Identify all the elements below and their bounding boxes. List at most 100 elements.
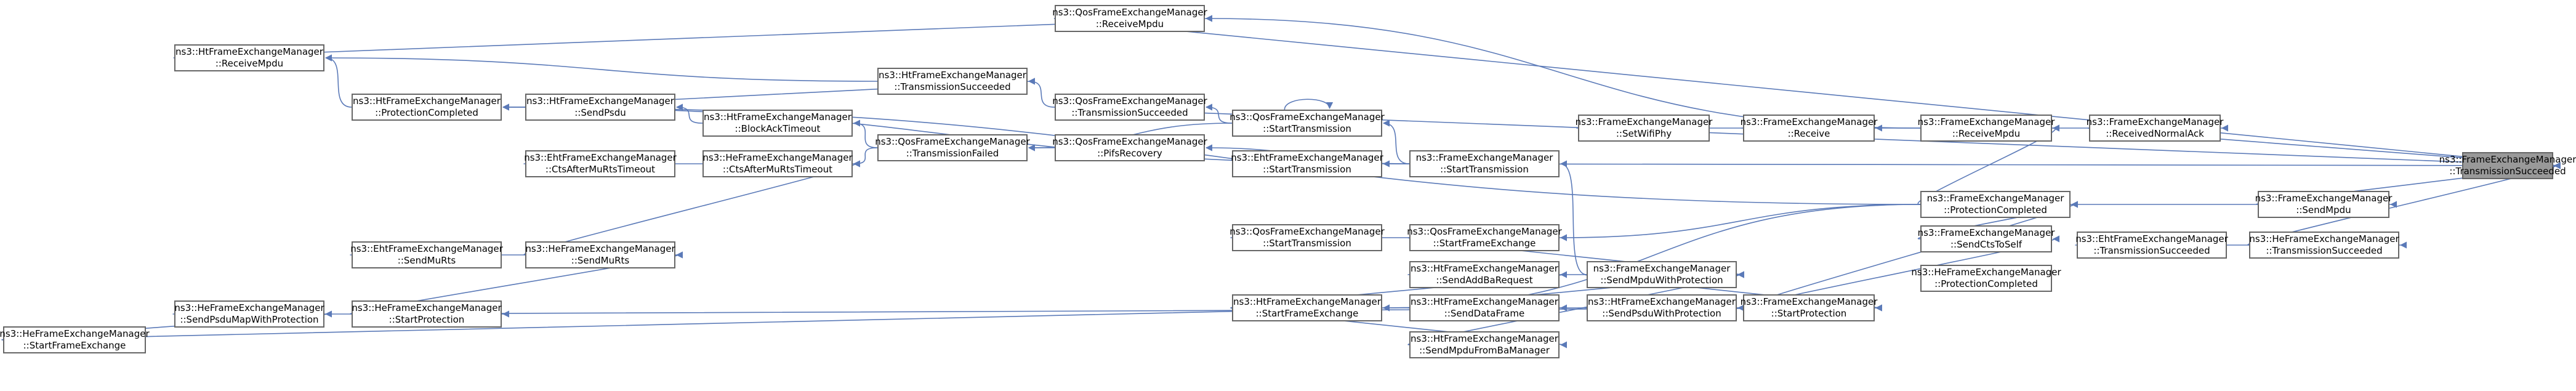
node-method: ::SendCtsToSelf bbox=[1950, 239, 2023, 250]
graph-node[interactable]: ns3::QosFrameExchangeManager ::StartTran… bbox=[1230, 224, 1385, 251]
node-class: ns3::FrameExchangeManager bbox=[1740, 116, 1878, 127]
graph-node[interactable]: ns3::QosFrameExchangeManager ::Transmiss… bbox=[1052, 94, 1207, 121]
graph-node[interactable]: ns3::QosFrameExchangeManager ::Transmiss… bbox=[875, 134, 1030, 161]
node-class: ns3::HeFrameExchangeManager bbox=[2249, 233, 2399, 244]
graph-node[interactable]: ns3::EhtFrameExchangeManager ::CtsAfterM… bbox=[524, 150, 677, 177]
node-class: ns3::EhtFrameExchangeManager bbox=[350, 243, 503, 254]
node-method: ::ProtectionCompleted bbox=[1944, 204, 2047, 216]
node-class: ns3::QosFrameExchangeManager bbox=[1052, 7, 1207, 18]
graph-node[interactable]: ns3::FrameExchangeManager ::SendMpduWith… bbox=[1587, 261, 1737, 288]
node-class: ns3::HtFrameExchangeManager bbox=[175, 46, 323, 57]
graph-node[interactable]: ns3::FrameExchangeManager ::ProtectionCo… bbox=[1920, 191, 2071, 218]
graph-node[interactable]: ns3::HeFrameExchangeManager ::StartProte… bbox=[352, 300, 502, 328]
graph-node[interactable]: ns3::HtFrameExchangeManager ::ReceiveMpd… bbox=[174, 44, 324, 71]
node-class: ns3::QosFrameExchangeManager bbox=[1230, 111, 1385, 123]
node-method: ::SendMuRts bbox=[397, 255, 456, 266]
node-method: ::TransmissionSucceeded bbox=[2266, 245, 2383, 256]
node-method: ::TransmissionSucceeded bbox=[894, 81, 1011, 92]
node-class: ns3::FrameExchangeManager bbox=[1926, 193, 2064, 204]
node-method: ::CtsAfterMuRtsTimeout bbox=[545, 164, 656, 175]
node-method: ::ReceiveMpdu bbox=[1095, 18, 1164, 30]
graph-node[interactable]: ns3::FrameExchangeManager ::SendCtsToSel… bbox=[1918, 225, 2055, 252]
graph-node[interactable]: ns3::HeFrameExchangeManager ::Protection… bbox=[1911, 265, 2061, 292]
graph-node[interactable]: ns3::QosFrameExchangeManager ::StartTran… bbox=[1230, 110, 1385, 137]
graph-node[interactable]: ns3::HeFrameExchangeManager ::SendPsduMa… bbox=[174, 300, 324, 328]
graph-node[interactable]: ns3::HtFrameExchangeManager ::SendDataFr… bbox=[1409, 294, 1560, 321]
node-class: ns3::QosFrameExchangeManager bbox=[1052, 136, 1207, 147]
node-method: ::StartTransmission bbox=[1440, 164, 1529, 175]
node-class: ns3::FrameExchangeManager bbox=[1593, 263, 1731, 274]
graph-node[interactable]: ns3::EhtFrameExchangeManager ::Transmiss… bbox=[2075, 232, 2228, 259]
graph-node[interactable]: ns3::FrameExchangeManager ::ReceivedNorm… bbox=[2086, 115, 2224, 142]
graph-node-root[interactable]: ns3::FrameExchangeManager ::Transmission… bbox=[2439, 152, 2576, 179]
node-class: ns3::HtFrameExchangeManager bbox=[1233, 296, 1381, 307]
graph-node[interactable]: ns3::HeFrameExchangeManager ::SendMuRts bbox=[525, 241, 675, 268]
graph-node[interactable]: ns3::QosFrameExchangeManager ::PifsRecov… bbox=[1052, 134, 1207, 161]
graph-node[interactable]: ns3::HtFrameExchangeManager ::BlockAckTi… bbox=[702, 110, 853, 137]
node-method: ::StartProtection bbox=[388, 314, 465, 325]
call-edge bbox=[1382, 204, 1921, 312]
graph-node[interactable]: ns3::QosFrameExchangeManager ::StartFram… bbox=[1407, 224, 1562, 251]
call-edge bbox=[1205, 103, 1233, 124]
call-edge bbox=[324, 54, 878, 82]
graph-node[interactable]: ns3::HeFrameExchangeManager ::CtsAfterMu… bbox=[702, 150, 853, 177]
node-method: ::SendMuRts bbox=[571, 255, 630, 266]
node-class: ns3::FrameExchangeManager bbox=[1740, 296, 1878, 307]
node-class: ns3::EhtFrameExchangeManager bbox=[2075, 233, 2228, 244]
node-class: ns3::QosFrameExchangeManager bbox=[1230, 226, 1385, 237]
node-class: ns3::HeFrameExchangeManager bbox=[0, 328, 150, 339]
node-class: ns3::HtFrameExchangeManager bbox=[1588, 296, 1736, 307]
node-method: ::ProtectionCompleted bbox=[1934, 278, 2038, 289]
node-class: ns3::HeFrameExchangeManager bbox=[702, 152, 853, 163]
node-method: ::BlockAckTimeout bbox=[735, 123, 821, 134]
node-class: ns3::HeFrameExchangeManager bbox=[174, 302, 324, 313]
call-edge bbox=[174, 15, 1213, 58]
node-class: ns3::QosFrameExchangeManager bbox=[1407, 226, 1562, 237]
graph-node[interactable]: ns3::FrameExchangeManager ::SendMpdu bbox=[2255, 191, 2392, 218]
graph-node[interactable]: ns3::HtFrameExchangeManager ::Transmissi… bbox=[877, 68, 1028, 95]
graph-node[interactable]: ns3::EhtFrameExchangeManager ::SendMuRts bbox=[350, 241, 503, 268]
node-class: ns3::FrameExchangeManager bbox=[2086, 116, 2224, 127]
graph-node[interactable]: ns3::HeFrameExchangeManager ::Transmissi… bbox=[2249, 232, 2399, 259]
graph-node[interactable]: ns3::FrameExchangeManager ::ReceiveMpdu bbox=[1918, 115, 2055, 142]
call-edge bbox=[853, 147, 878, 167]
node-method: ::TransmissionSucceeded bbox=[1071, 107, 1188, 118]
node-class: ns3::HeFrameExchangeManager bbox=[1911, 267, 2061, 278]
graph-node[interactable]: ns3::FrameExchangeManager ::SetWifiPhy bbox=[1576, 115, 1712, 142]
node-method: ::StartFrameExchange bbox=[1433, 238, 1536, 249]
graph-node[interactable]: ns3::HtFrameExchangeManager ::SendPsdu bbox=[525, 94, 675, 121]
graph-node[interactable]: ns3::HeFrameExchangeManager ::StartFrame… bbox=[0, 326, 150, 353]
node-method: ::ReceivedNormalAck bbox=[2106, 128, 2204, 139]
graph-node[interactable]: ns3::EhtFrameExchangeManager ::StartTran… bbox=[1231, 150, 1383, 177]
node-method: ::ReceiveMpdu bbox=[1952, 128, 2021, 139]
node-class: ns3::HtFrameExchangeManager bbox=[704, 111, 851, 123]
node-method: ::PifsRecovery bbox=[1097, 148, 1162, 159]
node-method: ::SendPsduMapWithProtection bbox=[180, 314, 319, 325]
node-method: ::TransmissionSucceeded bbox=[2449, 166, 2566, 177]
call-edge bbox=[675, 103, 703, 124]
graph-node[interactable]: ns3::HtFrameExchangeManager ::StartFrame… bbox=[1232, 294, 1382, 321]
node-class: ns3::EhtFrameExchangeManager bbox=[524, 152, 677, 163]
node-class: ns3::QosFrameExchangeManager bbox=[875, 136, 1030, 147]
node-method: ::StartFrameExchange bbox=[23, 340, 126, 351]
node-method: ::SendAddBaRequest bbox=[1436, 275, 1533, 286]
node-method: ::SendPsduWithProtection bbox=[1602, 308, 1721, 319]
graph-node[interactable]: ns3::FrameExchangeManager ::StartProtect… bbox=[1740, 294, 1878, 321]
node-method: ::SendPsdu bbox=[574, 107, 626, 118]
node-method: ::ReceiveMpdu bbox=[215, 58, 284, 69]
graph-node[interactable]: ns3::QosFrameExchangeManager ::ReceiveMp… bbox=[1052, 5, 1207, 32]
graph-node[interactable]: ns3::HtFrameExchangeManager ::SendAddBaR… bbox=[1409, 261, 1560, 288]
node-method: ::SendMpduWithProtection bbox=[1600, 275, 1723, 286]
node-class: ns3::HtFrameExchangeManager bbox=[879, 70, 1026, 81]
graph-node[interactable]: ns3::HtFrameExchangeManager ::SendMpduFr… bbox=[1409, 331, 1560, 358]
call-edge bbox=[1741, 201, 2079, 308]
node-class: ns3::FrameExchangeManager bbox=[2439, 154, 2576, 165]
graph-node[interactable]: ns3::HtFrameExchangeManager ::Protection… bbox=[352, 94, 502, 121]
graph-node[interactable]: ns3::HtFrameExchangeManager ::SendPsduWi… bbox=[1587, 294, 1737, 321]
graph-node[interactable]: ns3::FrameExchangeManager ::Receive bbox=[1740, 115, 1878, 142]
graph-node[interactable]: ns3::FrameExchangeManager ::StartTransmi… bbox=[1409, 150, 1560, 177]
call-edge bbox=[1028, 78, 1055, 108]
call-edge bbox=[853, 119, 878, 148]
node-method: ::StartTransmission bbox=[1263, 164, 1351, 175]
call-edge bbox=[1560, 160, 1587, 275]
